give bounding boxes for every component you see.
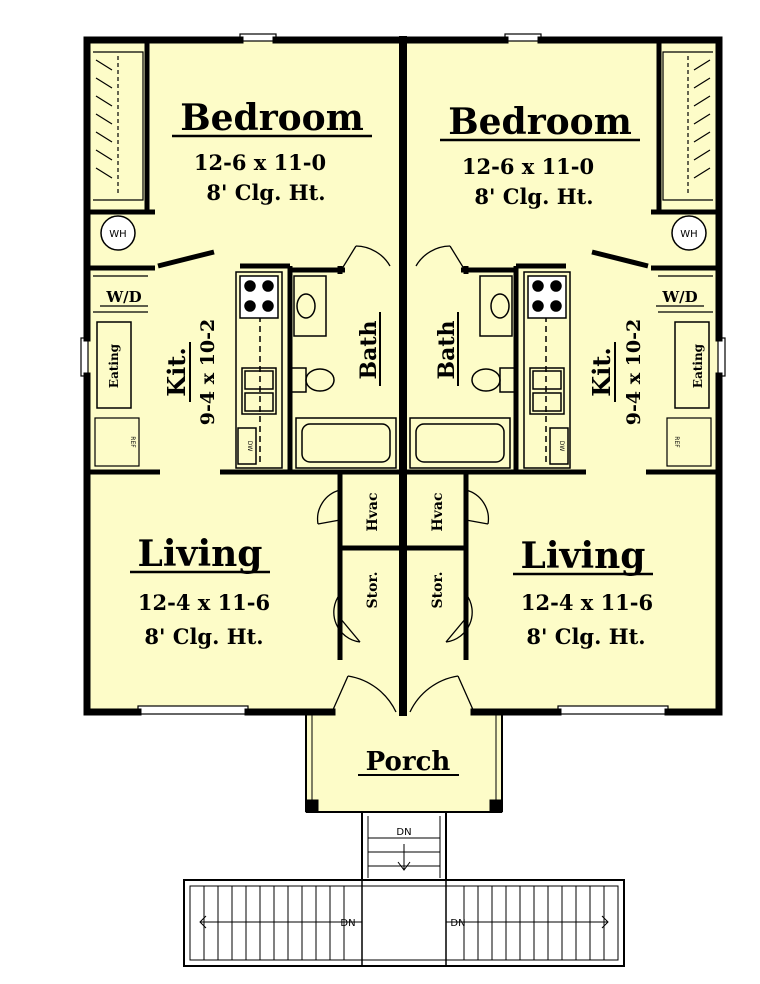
water-heater-label-right: WH [680, 229, 697, 240]
right-bedroom-ceiling: 8' Clg. Ht. [474, 184, 593, 209]
dishwasher-label-right: DW [558, 441, 565, 452]
left-kitchen-size: 9-4 x 10-2 [197, 319, 219, 425]
water-heater-left: WH [100, 215, 136, 251]
closet-right [662, 51, 713, 201]
right-kitchen-size: 9-4 x 10-2 [623, 319, 645, 425]
eating-label-right: Eating [691, 343, 705, 388]
left-bedroom-size: 12-6 x 11-0 [194, 150, 326, 175]
left-bedroom-title: Bedroom [180, 97, 364, 139]
window-left-living [137, 705, 249, 715]
dishwasher-label-left: DW [246, 441, 253, 452]
porch-floor [306, 712, 502, 812]
window-right-living [557, 705, 669, 715]
eating-table-left [96, 321, 132, 409]
kitchen-counter-right [523, 271, 571, 469]
left-living-size: 12-4 x 11-6 [138, 590, 270, 615]
porch-label: Porch [366, 747, 451, 777]
stair-right-dn-label: DN [450, 918, 465, 929]
bath-fixtures-right [409, 275, 517, 469]
right-kitchen-title: Kit. [587, 347, 616, 396]
wd-label-left: W/D [105, 288, 141, 306]
right-bedroom-title: Bedroom [448, 101, 632, 143]
right-living-title: Living [521, 535, 646, 577]
center-stair [361, 812, 447, 880]
left-bath-label: Bath [356, 320, 382, 379]
stair-center-dn-label: DN [396, 827, 411, 838]
window-left-bedroom [239, 33, 277, 42]
window-right-bedroom [504, 33, 542, 42]
left-living-ceiling: 8' Clg. Ht. [144, 624, 263, 649]
wd-label-right: W/D [661, 288, 697, 306]
interior-walls [87, 40, 719, 660]
refrigerator-left [94, 417, 140, 467]
wd-closet-left [93, 275, 148, 313]
left-kitchen-title: Kit. [162, 347, 191, 396]
refrigerator-right [666, 417, 712, 467]
left-hvac-label: Hvac [365, 493, 381, 532]
right-hvac-label: Hvac [430, 493, 446, 532]
right-living-ceiling: 8' Clg. Ht. [526, 624, 645, 649]
left-storage-label: Stor. [365, 572, 381, 609]
water-heater-right: WH [671, 215, 707, 251]
window-left-eating [80, 337, 89, 377]
eating-table-right [674, 321, 710, 409]
wd-closet-right [658, 275, 713, 313]
closet-left [93, 51, 144, 201]
window-right-eating [717, 337, 726, 377]
right-bath-label: Bath [434, 320, 460, 379]
kitchen-counter-left [235, 271, 283, 469]
bath-fixtures-left [289, 275, 397, 469]
exterior-walls [83, 36, 723, 716]
left-living-title: Living [138, 533, 263, 575]
left-bedroom-ceiling: 8' Clg. Ht. [206, 180, 325, 205]
water-heater-label-left: WH [109, 229, 126, 240]
right-living-size: 12-4 x 11-6 [521, 590, 653, 615]
right-bedroom-size: 12-6 x 11-0 [462, 154, 594, 179]
side-stairs [183, 879, 625, 967]
eating-label-left: Eating [107, 343, 121, 388]
doors [316, 245, 490, 713]
refrigerator-label-right: REF [673, 436, 680, 448]
right-storage-label: Stor. [430, 572, 446, 609]
stair-left-dn-label: DN [340, 918, 355, 929]
porch [305, 714, 503, 813]
refrigerator-label-left: REF [129, 436, 136, 448]
